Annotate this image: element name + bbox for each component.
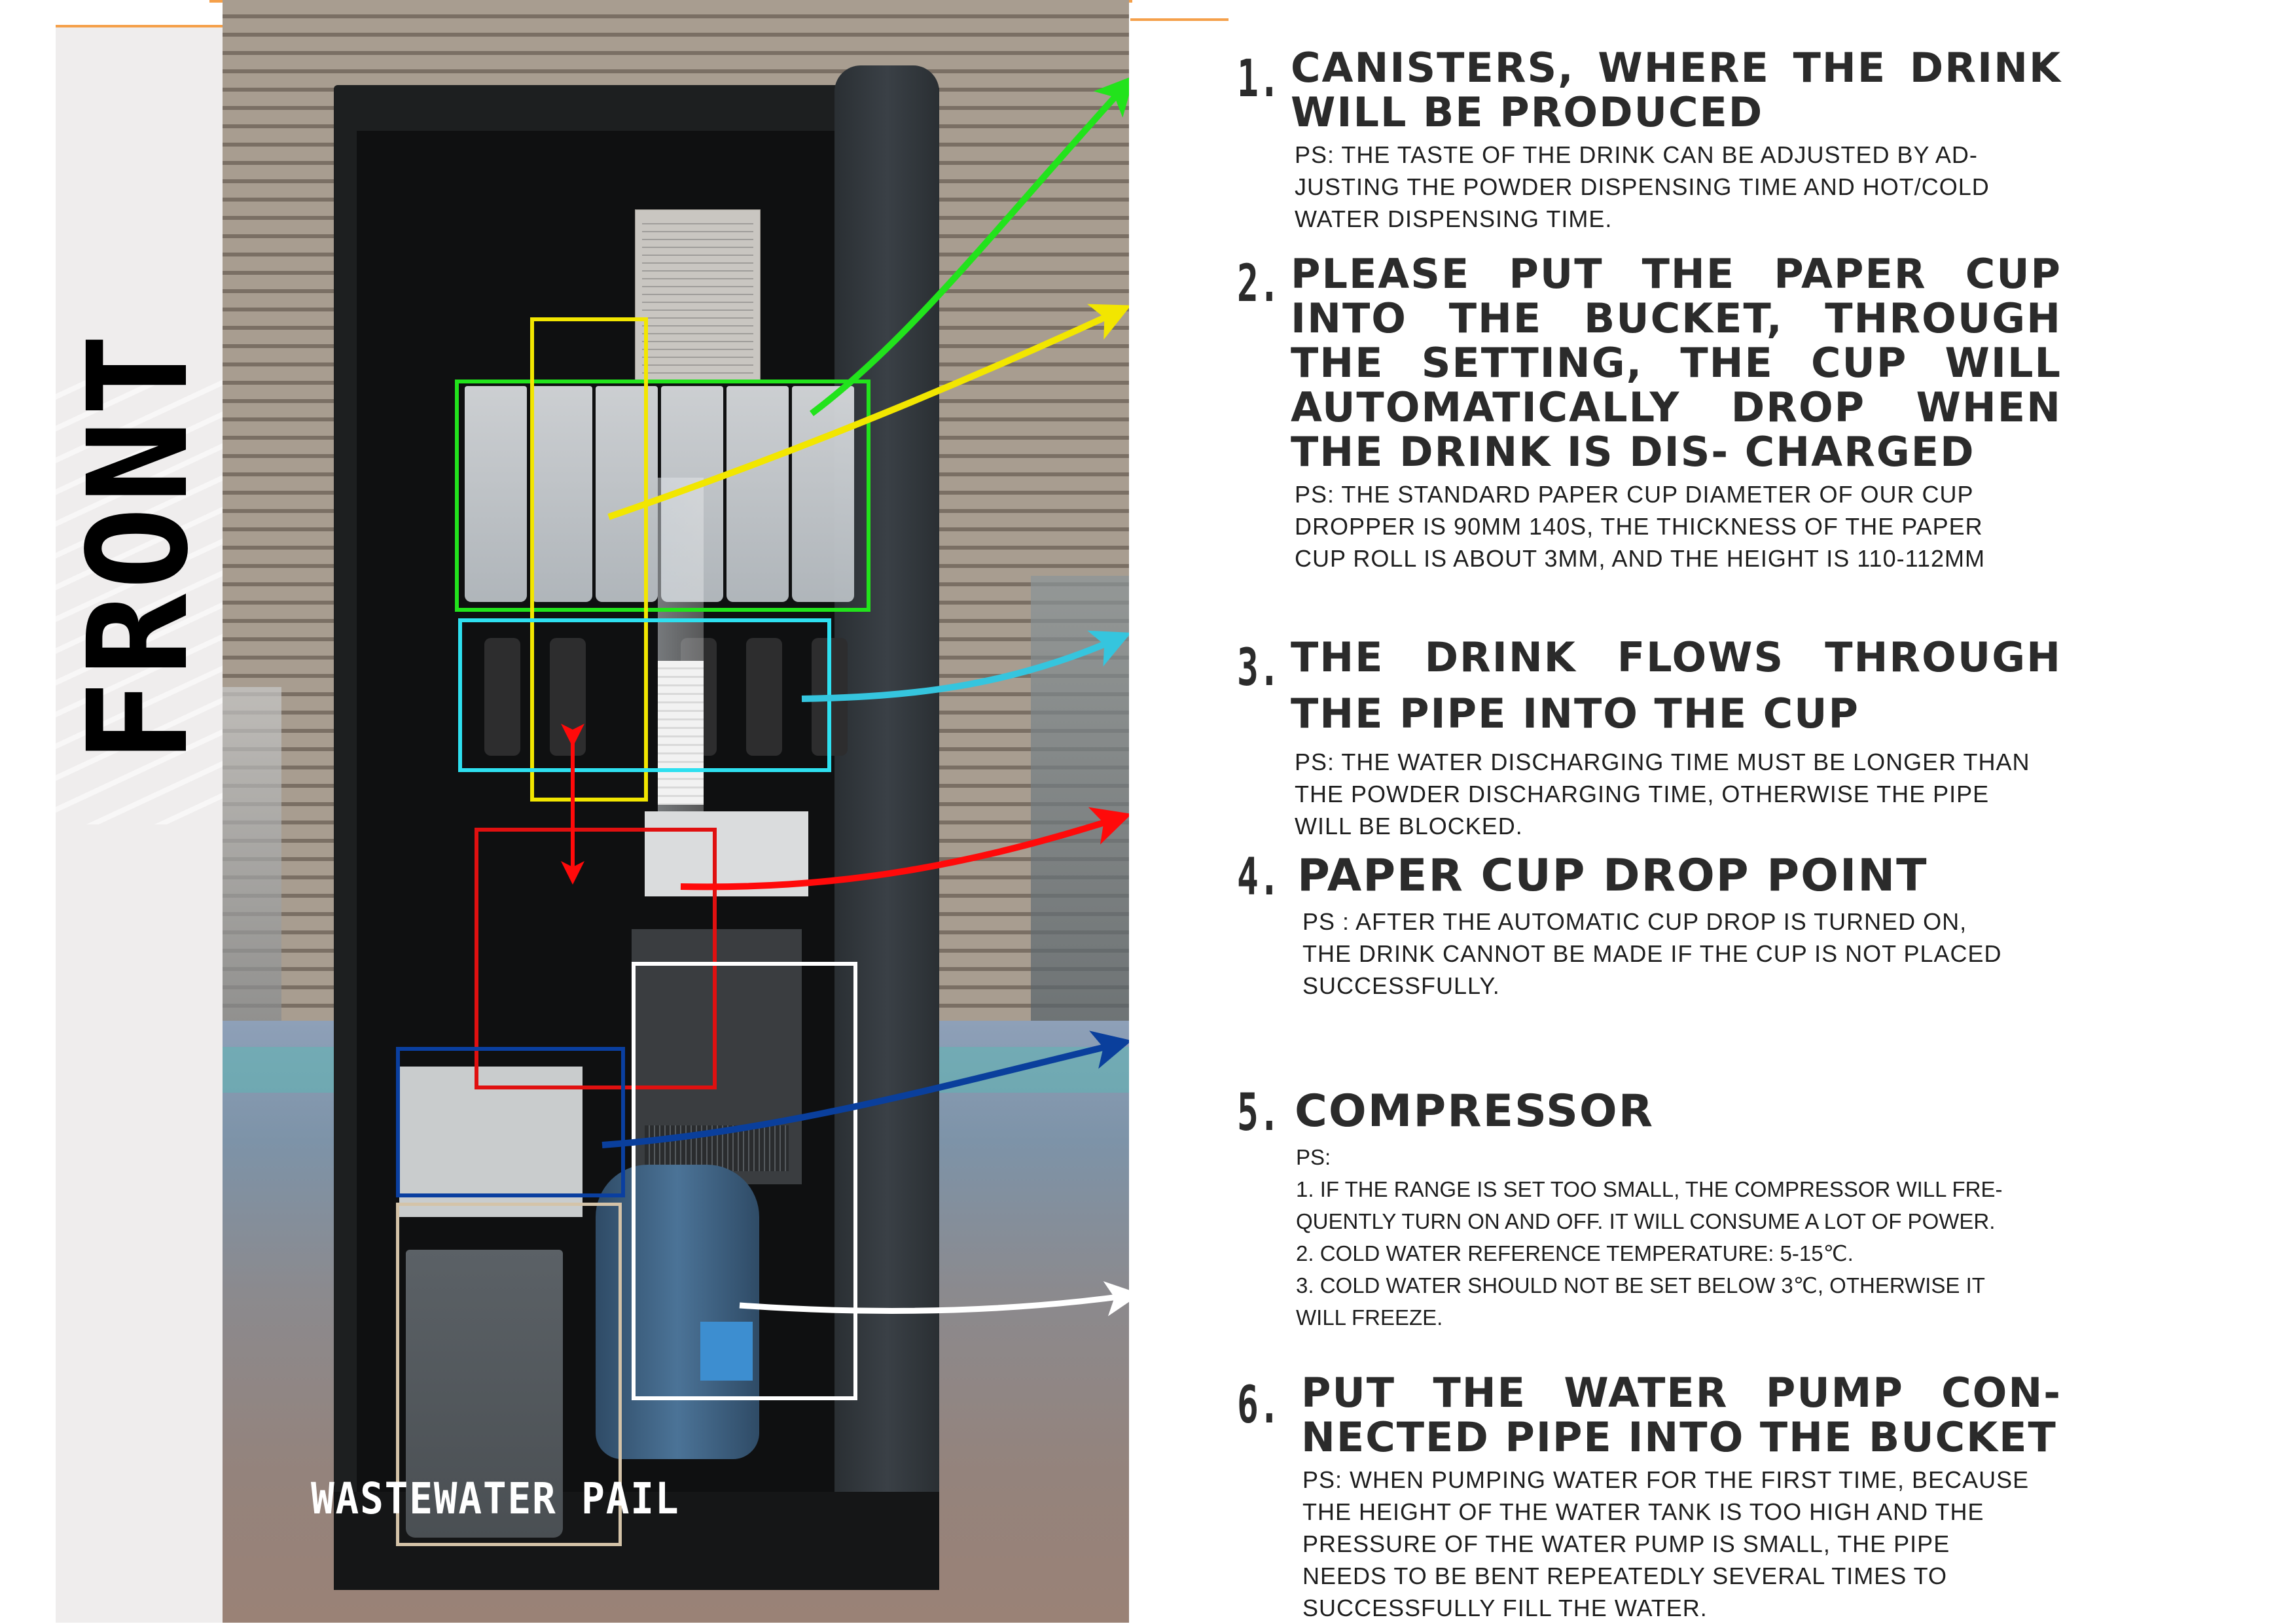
note-line: SUCCESSFULLY. — [1302, 972, 1500, 999]
note-line: WILL FREEZE. — [1296, 1305, 1443, 1330]
section-compressor: 5. COMPRESSOR PS: 1. IF THE RANGE IS SET… — [1237, 1086, 2062, 1333]
side-label-panel — [56, 26, 223, 1623]
section-paper-cup-bucket: 2. PLEASE PUT THE PAPER CUP INTO THE BUC… — [1237, 252, 2062, 574]
wastewater-pail — [406, 1250, 563, 1538]
section-title: PUT THE WATER PUMP CON- NECTED PIPE INTO… — [1301, 1369, 2062, 1461]
note-line: PS: THE WATER DISCHARGING TIME MUST BE L… — [1295, 749, 2030, 775]
accent-line-right — [1130, 18, 1229, 21]
cup-tube-highlight — [530, 317, 648, 802]
note-line: 3. COLD WATER SHOULD NOT BE SET BELOW 3℃… — [1296, 1273, 1985, 1297]
note-line: JUSTING THE POWDER DISPENSING TIME AND H… — [1295, 173, 1990, 200]
section-cup-drop-point: 4. PAPER CUP DROP POINT PS : AFTER THE A… — [1237, 851, 2062, 1002]
canisters-highlight — [455, 380, 870, 612]
section-note: PS: WHEN PUMPING WATER FOR THE FIRST TIM… — [1302, 1464, 2062, 1624]
section-canisters: 1. CANISTERS, WHERE THE DRINK WILL BE PR… — [1237, 46, 2062, 235]
mixing-highlight — [458, 618, 831, 772]
mixing-bowl — [484, 638, 520, 756]
canister — [530, 386, 592, 602]
section-number: 6. — [1237, 1376, 1280, 1435]
note-line: PS: THE TASTE OF THE DRINK CAN BE ADJUST… — [1295, 141, 1978, 168]
note-line: PS: THE STANDARD PAPER CUP DIAMETER OF O… — [1295, 481, 1974, 508]
note-line: SUCCESSFULLY FILL THE WATER. — [1302, 1595, 1708, 1621]
bucket-label — [700, 1322, 753, 1381]
wastewater-pail-label: WASTEWATER PAIL — [311, 1474, 680, 1524]
section-note: PS: THE STANDARD PAPER CUP DIAMETER OF O… — [1295, 478, 2062, 574]
machine-photo: WASTEWATER PAIL — [223, 0, 1129, 1623]
section-title: COMPRESSOR — [1295, 1086, 1655, 1137]
section-number: 3. — [1237, 639, 1280, 697]
mixing-bowl — [746, 638, 782, 756]
compressor-highlight — [396, 1047, 625, 1197]
section-note: PS: 1. IF THE RANGE IS SET TOO SMALL, TH… — [1296, 1141, 2062, 1333]
note-line: PRESSURE OF THE WATER PUMP IS SMALL, THE… — [1302, 1530, 1950, 1557]
section-water-pump: 6. PUT THE WATER PUMP CON- NECTED PIPE I… — [1237, 1371, 2062, 1624]
note-line: 1. IF THE RANGE IS SET TOO SMALL, THE CO… — [1296, 1177, 2003, 1201]
section-title: CANISTERS, WHERE THE DRINK WILL BE PRODU… — [1291, 44, 2062, 136]
cup-drop-highlight — [475, 828, 717, 1089]
pail-highlight — [396, 1203, 622, 1546]
note-line: NEEDS TO BE BENT REPEATEDLY SEVERAL TIME… — [1302, 1562, 1947, 1589]
bucket-highlight — [632, 962, 857, 1400]
section-drink-flow: 3. THE DRINK FLOWS THROUGH THE PIPE INTO… — [1237, 629, 2062, 842]
section-note: PS : AFTER THE AUTOMATIC CUP DROP IS TUR… — [1302, 906, 2062, 1002]
note-line: THE HEIGHT OF THE WATER TANK IS TOO HIGH… — [1302, 1498, 1984, 1525]
note-line: WATER DISPENSING TIME. — [1295, 205, 1613, 232]
note-line: THE POWDER DISCHARGING TIME, OTHERWISE T… — [1295, 781, 1990, 807]
paper-cup-stack — [658, 661, 704, 805]
note-line: DROPPER IS 90MM 140S, THE THICKNESS OF T… — [1295, 513, 1983, 540]
note-line: 2. COLD WATER REFERENCE TEMPERATURE: 5-1… — [1296, 1241, 1854, 1265]
note-line: WILL BE BLOCKED. — [1295, 813, 1523, 839]
accent-line-left — [56, 25, 223, 27]
background-treadmill — [1031, 576, 1129, 1034]
compressor-unit — [399, 1067, 583, 1217]
canister — [465, 386, 527, 602]
note-line: QUENTLY TURN ON AND OFF. IT WILL CONSUME… — [1296, 1209, 1996, 1233]
water-bucket — [596, 1165, 759, 1459]
section-title: PLEASE PUT THE PAPER CUP INTO THE BUCKET… — [1291, 250, 2062, 476]
section-number: 2. — [1237, 255, 1280, 313]
section-note: PS: THE TASTE OF THE DRINK CAN BE ADJUST… — [1295, 139, 2062, 235]
front-label: FRONT — [58, 329, 219, 764]
decorative-stripes — [56, 380, 223, 824]
note-line: THE DRINK CANNOT BE MADE IF THE CUP IS N… — [1302, 940, 2002, 967]
section-number: 5. — [1237, 1084, 1280, 1142]
note-line: CUP ROLL IS ABOUT 3MM, AND THE HEIGHT IS… — [1295, 545, 1985, 572]
section-number: 4. — [1237, 848, 1280, 907]
section-note: PS: THE WATER DISCHARGING TIME MUST BE L… — [1295, 746, 2062, 842]
section-title: THE DRINK FLOWS THROUGH THE PIPE INTO TH… — [1291, 633, 2062, 737]
section-number: 1. — [1237, 50, 1280, 109]
instruction-sticker — [635, 209, 761, 381]
note-line: PS: — [1296, 1145, 1331, 1169]
note-line: PS : AFTER THE AUTOMATIC CUP DROP IS TUR… — [1302, 908, 1967, 935]
section-title: PAPER CUP DROP POINT — [1297, 850, 1928, 902]
note-line: PS: WHEN PUMPING WATER FOR THE FIRST TIM… — [1302, 1466, 2030, 1493]
